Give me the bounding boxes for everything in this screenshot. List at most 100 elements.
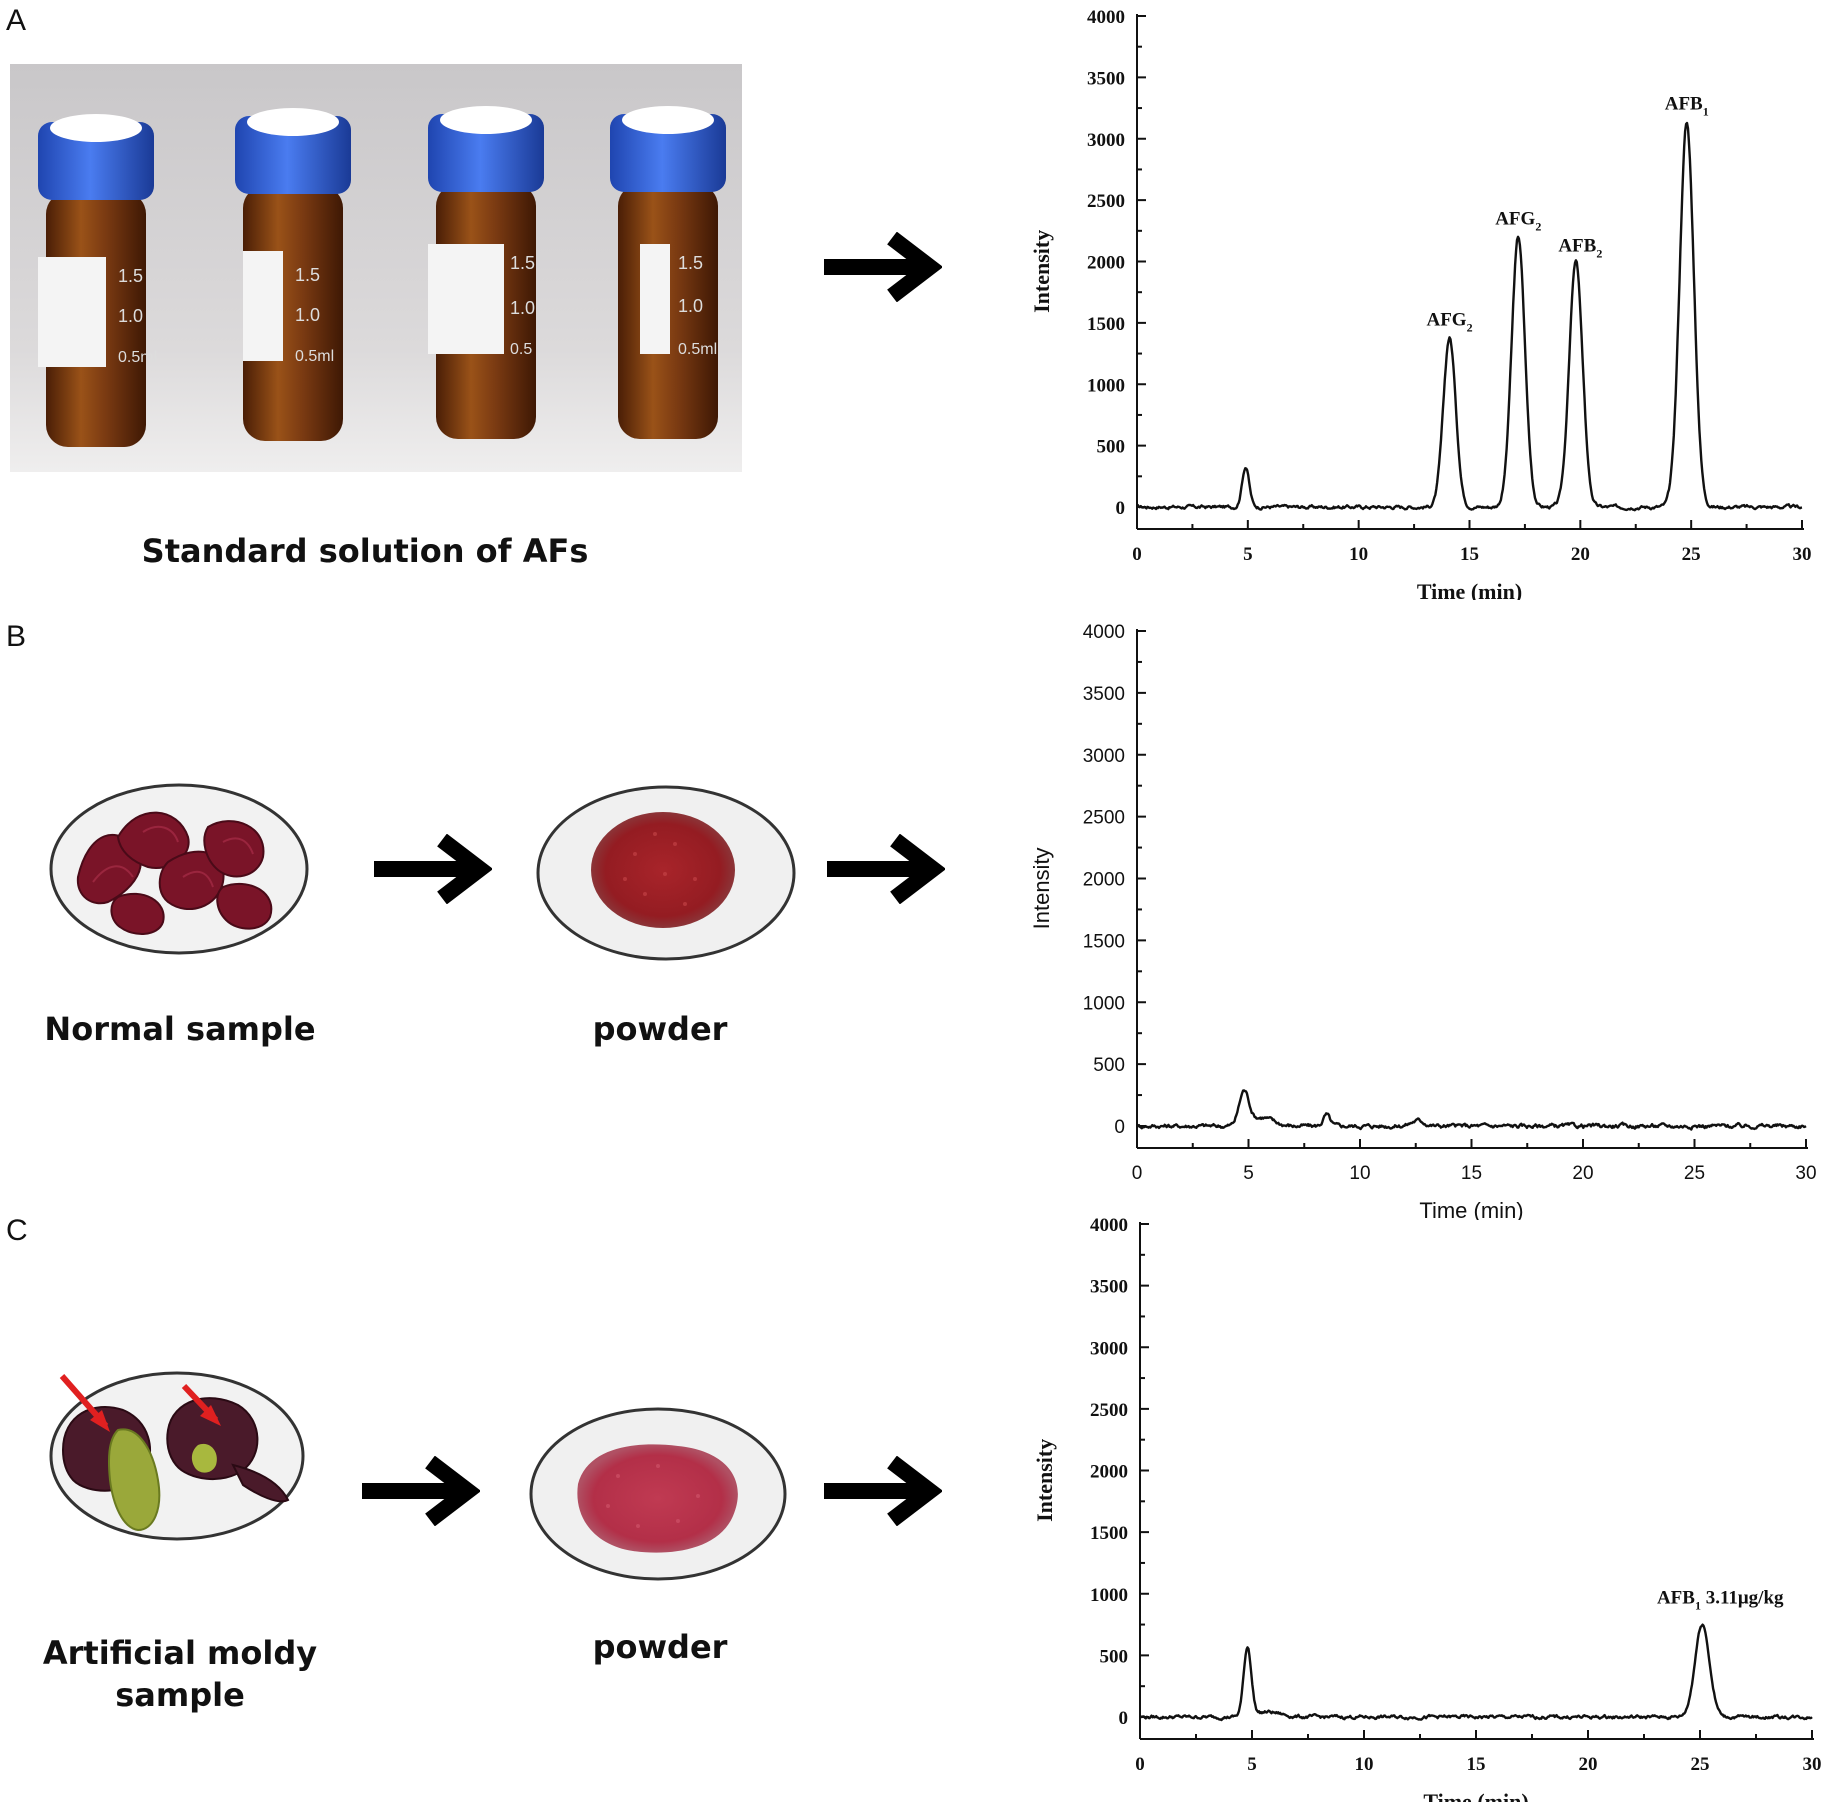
peak-label-subscript: 1 (1695, 1599, 1701, 1613)
y-tick-label: 0 (1114, 1117, 1125, 1138)
peak-label-name: AFB (1558, 236, 1596, 257)
vial-3-mark-2: 1.0 (510, 298, 535, 318)
vial-4-mark-3: 0.5ml (678, 341, 717, 358)
vial-2-mark-3: 0.5ml (295, 348, 334, 365)
y-tick-label: 500 (1093, 1055, 1125, 1076)
x-tick-label: 20 (1571, 544, 1590, 565)
x-tick-label: 10 (1349, 1163, 1370, 1184)
y-axis-label: Intensity (1029, 847, 1054, 929)
caption-moldy-sample-line-1: Artificial moldy (42, 1634, 318, 1672)
x-axis-label: Time (min) (1423, 1789, 1528, 1802)
peak-label-subscript: 1 (1703, 104, 1709, 118)
peak-label: AFG2 (1426, 309, 1472, 334)
vial-4-mark-1: 1.5 (678, 253, 703, 273)
vial-1-mark-3: 0.5ml (118, 349, 157, 366)
vial-2-mark-1: 1.5 (295, 265, 320, 285)
y-axis-label: Intensity (1029, 230, 1054, 313)
y-tick-label: 0 (1119, 1708, 1129, 1729)
x-tick-label: 15 (1467, 1754, 1486, 1775)
caption-powder-b: powder (592, 1010, 728, 1048)
arrow-right-icon (824, 232, 942, 302)
normal-sample-photo (49, 783, 309, 955)
vial-3: 1.5 1.0 0.5 (428, 106, 544, 439)
chromatogram-trace (1136, 1089, 1807, 1131)
y-tick-label: 3000 (1083, 746, 1125, 767)
peak-label: AFB1 3.11μg/kg (1657, 1588, 1784, 1613)
y-tick-label: 1500 (1083, 931, 1125, 952)
peak-label: AFB1 (1665, 93, 1709, 118)
x-tick-label: 10 (1355, 1754, 1374, 1775)
vials-photo: 1.5 1.0 0.5ml 1.5 1.0 0.5ml 1.5 1.0 0.5 … (10, 64, 742, 472)
vial-1: 1.5 1.0 0.5ml (38, 114, 157, 447)
panel-a-letter: A (6, 4, 27, 37)
x-tick-label: 30 (1795, 1163, 1816, 1184)
y-tick-label: 4000 (1090, 1215, 1128, 1236)
x-tick-label: 5 (1243, 1163, 1254, 1184)
x-tick-label: 30 (1803, 1754, 1822, 1775)
caption-standard-solution: Standard solution of AFs (141, 532, 589, 570)
y-tick-label: 2000 (1083, 870, 1125, 891)
y-tick-label: 3000 (1087, 130, 1125, 151)
chromatogram-trace (1136, 121, 1803, 512)
x-axis-label: Time (min) (1419, 1198, 1523, 1220)
vial-4-mark-2: 1.0 (678, 296, 703, 316)
peak-label-name: AFB (1657, 1588, 1695, 1609)
y-tick-label: 3000 (1090, 1338, 1128, 1359)
y-tick-label: 1000 (1083, 993, 1125, 1014)
y-tick-label: 1500 (1087, 314, 1125, 335)
vial-4: 1.5 1.0 0.5ml (610, 106, 726, 439)
peak-label: AFB2 (1558, 236, 1602, 261)
vial-1-mark-1: 1.5 (118, 266, 143, 286)
x-tick-label: 15 (1461, 1163, 1482, 1184)
peak-label-subscript: 2 (1467, 320, 1473, 334)
y-tick-label: 1000 (1090, 1585, 1128, 1606)
y-tick-label: 0 (1116, 498, 1126, 519)
peak-label-name: AFB (1665, 93, 1703, 114)
vial-3-mark-3: 0.5 (510, 341, 532, 358)
arrow-right-icon (827, 834, 945, 904)
x-tick-label: 25 (1691, 1754, 1710, 1775)
y-tick-label: 2000 (1087, 253, 1125, 274)
x-tick-label: 25 (1682, 544, 1701, 565)
vial-1-mark-2: 1.0 (118, 306, 143, 326)
x-tick-label: 20 (1579, 1754, 1598, 1775)
moldy-sample-photo (49, 1371, 305, 1541)
caption-normal-sample: Normal sample (44, 1010, 316, 1048)
x-tick-label: 5 (1243, 544, 1253, 565)
y-tick-label: 3500 (1090, 1277, 1128, 1298)
y-tick-label: 2500 (1090, 1400, 1128, 1421)
x-tick-label: 20 (1572, 1163, 1593, 1184)
caption-moldy-sample-line-2: sample (115, 1676, 245, 1714)
y-tick-label: 3500 (1083, 684, 1125, 705)
peak-label-name: AFG (1426, 309, 1466, 330)
y-tick-label: 2500 (1083, 808, 1125, 829)
y-tick-label: 500 (1097, 437, 1126, 458)
peak-label-value: 3.11μg/kg (1701, 1588, 1784, 1609)
y-tick-label: 2500 (1087, 191, 1125, 212)
vial-3-mark-1: 1.5 (510, 253, 535, 273)
powder-c-photo (529, 1407, 787, 1581)
panel-c-letter: C (6, 1214, 28, 1247)
y-tick-label: 1000 (1087, 375, 1125, 396)
y-tick-label: 4000 (1087, 7, 1125, 28)
x-tick-label: 30 (1793, 544, 1812, 565)
y-tick-label: 1500 (1090, 1523, 1128, 1544)
peak-label-name: AFG (1495, 209, 1535, 230)
caption-moldy-sample: Artificial moldy sample (40, 1632, 320, 1716)
powder-b-photo (536, 785, 796, 961)
chromatogram-trace (1139, 1623, 1813, 1722)
y-axis-label: Intensity (1032, 1439, 1057, 1522)
x-tick-label: 0 (1132, 1163, 1143, 1184)
vial-2: 1.5 1.0 0.5ml (235, 108, 351, 441)
x-tick-label: 15 (1460, 544, 1479, 565)
panel-b-letter: B (6, 620, 27, 653)
arrow-right-icon (362, 1456, 480, 1526)
peak-label-subscript: 2 (1596, 247, 1602, 261)
y-tick-label: 3500 (1087, 68, 1125, 89)
x-tick-label: 5 (1247, 1754, 1257, 1775)
peak-label-subscript: 2 (1535, 220, 1541, 234)
x-tick-label: 0 (1135, 1754, 1145, 1775)
